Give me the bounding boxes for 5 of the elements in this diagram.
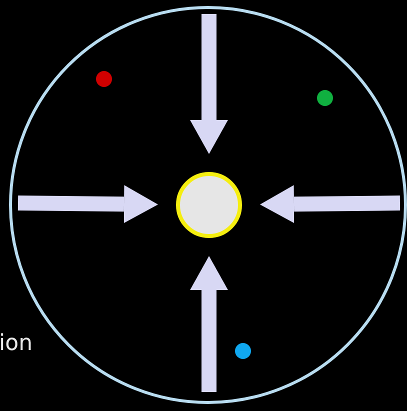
arrow [18, 185, 158, 224]
caption-text: ion [0, 331, 33, 356]
arrow [190, 14, 228, 154]
arrow [260, 185, 400, 224]
arrow [190, 256, 228, 392]
